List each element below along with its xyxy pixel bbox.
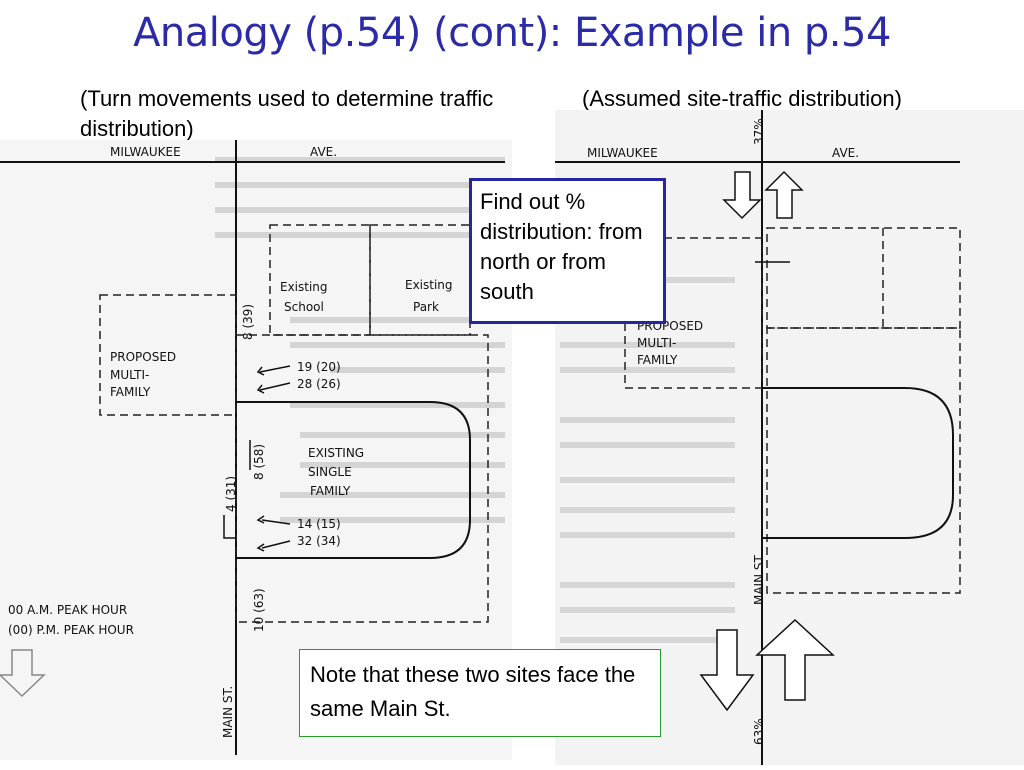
left-street-top: MILWAUKEE	[110, 145, 181, 159]
proposed-label-1: PROPOSED	[110, 350, 176, 364]
single-family-region	[235, 334, 489, 623]
find-distribution-callout: Find out % distribution: from north or f…	[469, 178, 666, 324]
left-diagram-svg: MILWAUKEE AVE. MAIN ST. Existing School …	[0, 140, 505, 755]
movement-label-5: 4 (31)	[224, 476, 238, 512]
background-text-stripes	[215, 157, 505, 523]
existing-label-3: FAMILY	[310, 484, 351, 498]
movement-arrows	[223, 365, 291, 552]
movement-label-1: 19 (20)	[297, 360, 341, 374]
existing-label-2: SINGLE	[308, 465, 352, 479]
right-caption: (Assumed site-traffic distribution)	[582, 86, 902, 111]
right-loop-road	[762, 387, 954, 539]
movement-label-3: 8 (39)	[241, 304, 255, 340]
right-diagram-svg: MILWAUKEE AVE. MAIN ST 37% 63% PROPOSED …	[555, 110, 961, 765]
park-label-1: Existing	[405, 278, 453, 292]
park-label-2: Park	[413, 300, 439, 314]
right-north-parcel	[766, 227, 961, 329]
right-proposed-label-3: FAMILY	[637, 353, 678, 367]
movement-label-7: 32 (34)	[297, 534, 341, 548]
movement-label-6: 14 (15)	[297, 517, 341, 531]
right-street-top: MILWAUKEE	[587, 146, 658, 160]
south-out-arrow	[699, 629, 755, 712]
left-down-arrow	[0, 649, 46, 698]
right-proposed-label-2: MULTI-	[637, 336, 676, 350]
legend-pm: (00) P.M. PEAK HOUR	[8, 623, 134, 637]
movement-label-2: 28 (26)	[297, 377, 341, 391]
pct-north: 37%	[752, 118, 766, 145]
movement-label-4: 8 (58)	[252, 444, 266, 480]
movement-label-8: 10 (63)	[252, 588, 266, 632]
pct-south: 63%	[752, 718, 766, 745]
right-street-side: MAIN ST	[752, 554, 766, 605]
left-caption: (Turn movements used to determine traffi…	[80, 86, 494, 141]
north-out-arrow	[764, 170, 804, 219]
south-in-arrow	[755, 618, 835, 701]
right-street-top-suffix: AVE.	[832, 146, 859, 160]
legend-am: 00 A.M. PEAK HOUR	[8, 603, 127, 617]
left-street-side: MAIN ST.	[221, 686, 235, 738]
slide-title: Analogy (p.54) (cont): Example in p.54	[133, 10, 891, 56]
north-in-arrow	[722, 171, 762, 220]
single-family-loop	[236, 401, 471, 559]
school-label-1: Existing	[280, 280, 328, 294]
existing-label-1: EXISTING	[308, 446, 364, 460]
proposed-label-2: MULTI-	[110, 368, 149, 382]
right-background-text-stripes	[560, 277, 735, 643]
proposed-label-3: FAMILY	[110, 385, 151, 399]
left-street-top-suffix: AVE.	[310, 145, 337, 159]
school-label-2: School	[284, 300, 324, 314]
right-south-parcel	[766, 327, 961, 594]
same-main-st-note: Note that these two sites face the same …	[299, 649, 661, 737]
